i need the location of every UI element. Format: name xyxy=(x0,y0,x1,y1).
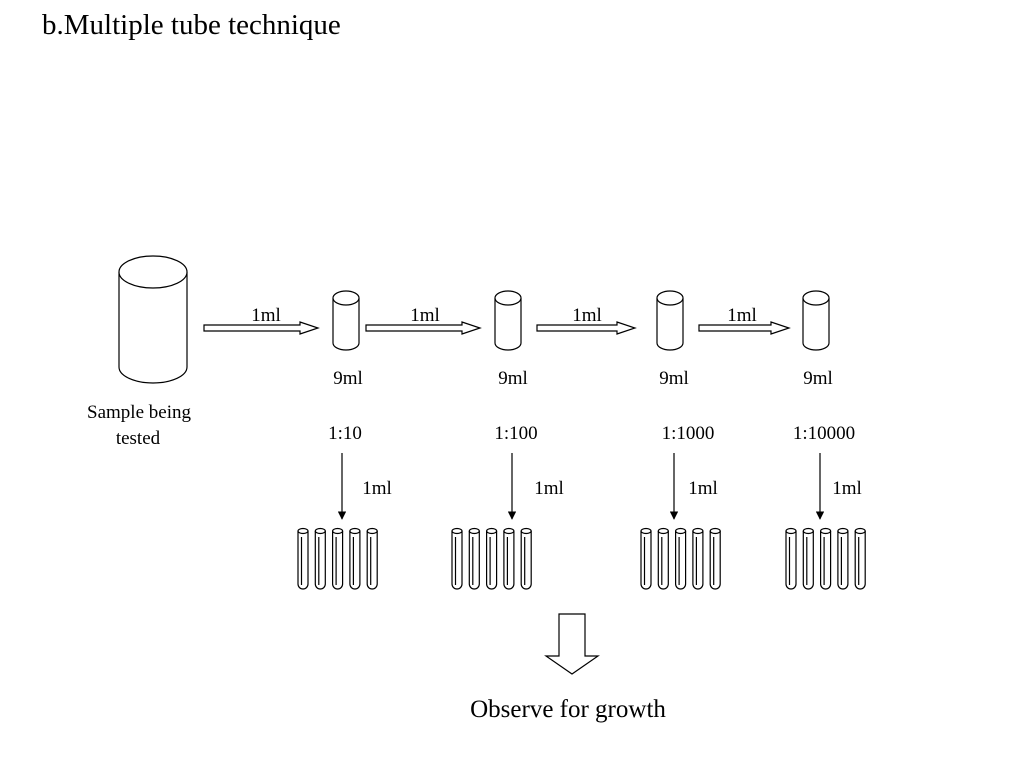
test-tube xyxy=(468,527,480,590)
observe-arrow xyxy=(544,613,600,675)
transfer-arrow-2 xyxy=(365,321,482,335)
test-tube xyxy=(674,527,687,590)
dilution-label-3: 1:1000 xyxy=(662,423,715,444)
dilution-tube-4 xyxy=(802,290,830,351)
dilution-label-1: 1:10 xyxy=(328,423,362,444)
test-tube xyxy=(819,527,832,590)
sample-label-line1: Sample being xyxy=(87,402,191,423)
test-tube xyxy=(366,527,378,590)
test-tube xyxy=(709,527,721,590)
test-tube xyxy=(451,527,463,590)
volume-label-1: 9ml xyxy=(333,368,363,389)
transfer-label-2: 1ml xyxy=(410,305,440,326)
volume-label-4: 9ml xyxy=(803,368,833,389)
sample-container xyxy=(118,255,188,384)
test-tube-group-2 xyxy=(451,527,532,590)
test-tube-groups xyxy=(297,527,866,590)
inoculum-label-4: 1ml xyxy=(832,478,862,499)
test-tube xyxy=(640,527,652,590)
test-tube xyxy=(854,527,866,590)
test-tube xyxy=(837,527,849,590)
dilution-tube-3 xyxy=(656,290,684,351)
inoculum-label-2: 1ml xyxy=(534,478,564,499)
transfer-label-4: 1ml xyxy=(727,305,757,326)
sample-label-line2: tested xyxy=(116,428,161,449)
test-tube xyxy=(520,527,532,590)
transfer-label-3: 1ml xyxy=(572,305,602,326)
transfer-label-1: 1ml xyxy=(251,305,281,326)
test-tube xyxy=(314,527,326,590)
transfer-arrow-3 xyxy=(536,321,637,335)
inoculum-label-1: 1ml xyxy=(362,478,392,499)
volume-label-2: 9ml xyxy=(498,368,528,389)
test-tube xyxy=(503,527,515,590)
test-tube-group-4 xyxy=(785,527,866,590)
transfer-arrow-1 xyxy=(203,321,320,335)
observe-label: Observe for growth xyxy=(470,696,666,723)
test-tube xyxy=(486,527,498,590)
test-tube xyxy=(785,527,797,590)
volume-label-3: 9ml xyxy=(659,368,689,389)
dilution-tube-2 xyxy=(494,290,522,351)
page-title: b.Multiple tube technique xyxy=(42,9,341,41)
test-tube xyxy=(332,527,344,590)
test-tube xyxy=(692,527,704,590)
test-tube xyxy=(802,527,814,590)
test-tube-group-1 xyxy=(297,527,378,590)
dilution-label-2: 1:100 xyxy=(494,423,537,444)
test-tube xyxy=(297,527,309,590)
transfer-arrow-4 xyxy=(698,321,791,335)
test-tube xyxy=(349,527,361,590)
inoculum-label-3: 1ml xyxy=(688,478,718,499)
dilution-tube-1 xyxy=(332,290,360,351)
test-tube xyxy=(657,527,669,590)
test-tube-group-3 xyxy=(640,527,721,590)
dilution-label-4: 1:10000 xyxy=(793,423,855,444)
